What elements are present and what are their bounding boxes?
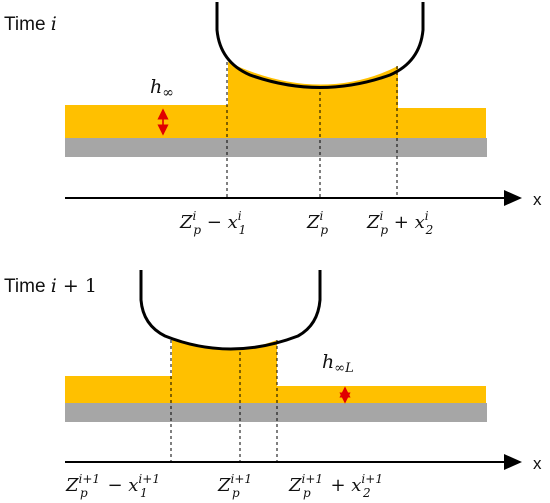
time-word: Time	[4, 14, 51, 35]
time-label: Time i + 1	[4, 275, 97, 297]
substrate	[65, 138, 487, 157]
time-label: Time i	[4, 13, 57, 35]
time-plus-one: + 1	[57, 275, 97, 297]
time-word: Time	[4, 276, 51, 297]
time-index: i	[51, 13, 57, 35]
film-layer	[65, 340, 486, 403]
thickness-label: h∞	[150, 76, 174, 101]
probe-outline	[215, 2, 425, 89]
thickness-label: h∞L	[322, 351, 354, 376]
time-index: i	[51, 275, 57, 297]
probe-outline	[139, 270, 322, 351]
x-axis-label: x	[533, 190, 542, 209]
substrate	[65, 403, 487, 422]
film-layer	[65, 62, 486, 138]
x-axis-label: x	[533, 454, 542, 473]
